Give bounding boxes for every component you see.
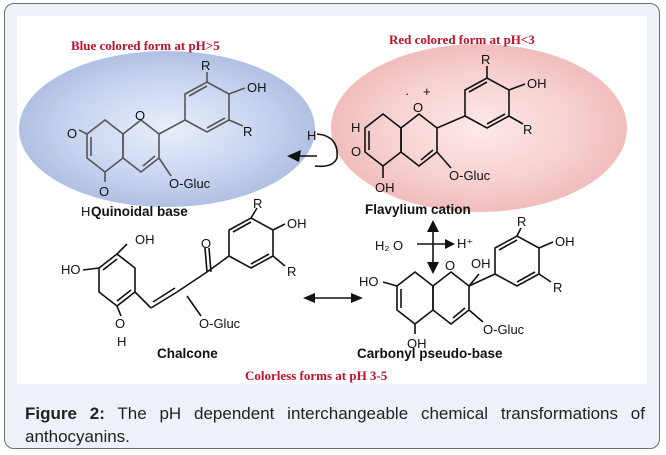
red-form-label: Red colored form at pH<3: [389, 32, 535, 47]
atom-o: O: [201, 236, 211, 251]
figure-image: Blue colored form at pH>5 Red colored fo…: [17, 16, 647, 384]
carbonyl-name: Carbonyl pseudo-base: [357, 346, 503, 361]
charge-plus: +: [423, 84, 431, 99]
quinoidal-name: Quinoidal base: [91, 204, 188, 219]
atom-ogluc: O-Gluc: [169, 176, 211, 191]
atom-h: H: [307, 128, 316, 143]
atom-r: R: [253, 196, 262, 211]
atom-o: O: [351, 144, 361, 159]
equilibrium-arrow-top: H: [287, 128, 338, 168]
colorless-label: Colorless forms at pH 3-5: [245, 368, 388, 383]
atom-r: R: [481, 52, 490, 67]
atom-ho: HO: [359, 274, 379, 289]
red-zone: [331, 44, 627, 212]
flavylium-name: Flavylium cation: [365, 202, 471, 217]
caption-text: The pH dependent interchangeable chemica…: [25, 404, 645, 446]
atom-o: O: [67, 126, 77, 141]
anthocyanin-diagram: Blue colored form at pH>5 Red colored fo…: [19, 32, 627, 383]
atom-h: H: [81, 204, 90, 219]
atom-r: R: [553, 280, 562, 295]
proton: H⁺: [457, 236, 473, 251]
quinoidal-structure: O O O R OH R O-Gluc H Quinoidal base: [67, 58, 267, 219]
atom-oh: OH: [135, 232, 155, 247]
atom-r: R: [201, 58, 210, 73]
atom-oh: OH: [375, 180, 395, 195]
atom-r: R: [243, 124, 252, 139]
atom-oh: OH: [247, 80, 267, 95]
atom-ho: HO: [61, 262, 81, 277]
blue-form-label: Blue colored form at pH>5: [71, 38, 220, 53]
atom-h: H: [351, 120, 360, 135]
chalcone-structure: OH O R OH R O-Gluc O H HO Chalcone: [61, 196, 307, 361]
atom-r: R: [523, 122, 532, 137]
atom-h: H: [117, 334, 126, 349]
atom-o: O: [413, 100, 423, 115]
equilibrium-arrow-bottom: [303, 293, 363, 303]
carbonyl-structure: O OH R OH R O-Gluc OH HO Carbonyl pseudo…: [357, 214, 575, 361]
atom-ogluc: O-Gluc: [483, 322, 525, 337]
water: H₂ O: [375, 238, 403, 253]
atom-r: R: [287, 264, 296, 279]
atom-o: O: [115, 316, 125, 331]
hydration-arrow: H₂ O H⁺: [375, 220, 473, 274]
atom-oh: OH: [287, 216, 307, 231]
flavylium-structure: H O O + · R OH R O-Gluc OH Flavylium cat…: [351, 52, 547, 217]
atom-r: R: [517, 214, 526, 229]
chalcone-name: Chalcone: [157, 346, 218, 361]
atom-o: O: [445, 258, 455, 273]
atom-oh: OH: [407, 336, 427, 351]
atom-o: O: [99, 184, 109, 199]
figure-frame: Blue colored form at pH>5 Red colored fo…: [4, 3, 660, 449]
atom-ogluc: O-Gluc: [199, 316, 241, 331]
atom-oh: OH: [555, 234, 575, 249]
atom-oh: OH: [471, 256, 491, 271]
figure-caption: Figure 2: The pH dependent interchangeab…: [25, 402, 645, 448]
atom-o: O: [135, 108, 145, 123]
radical-dot: ·: [405, 86, 409, 101]
atom-ogluc: O-Gluc: [449, 168, 491, 183]
caption-label: Figure 2:: [25, 404, 105, 423]
atom-oh: OH: [527, 76, 547, 91]
